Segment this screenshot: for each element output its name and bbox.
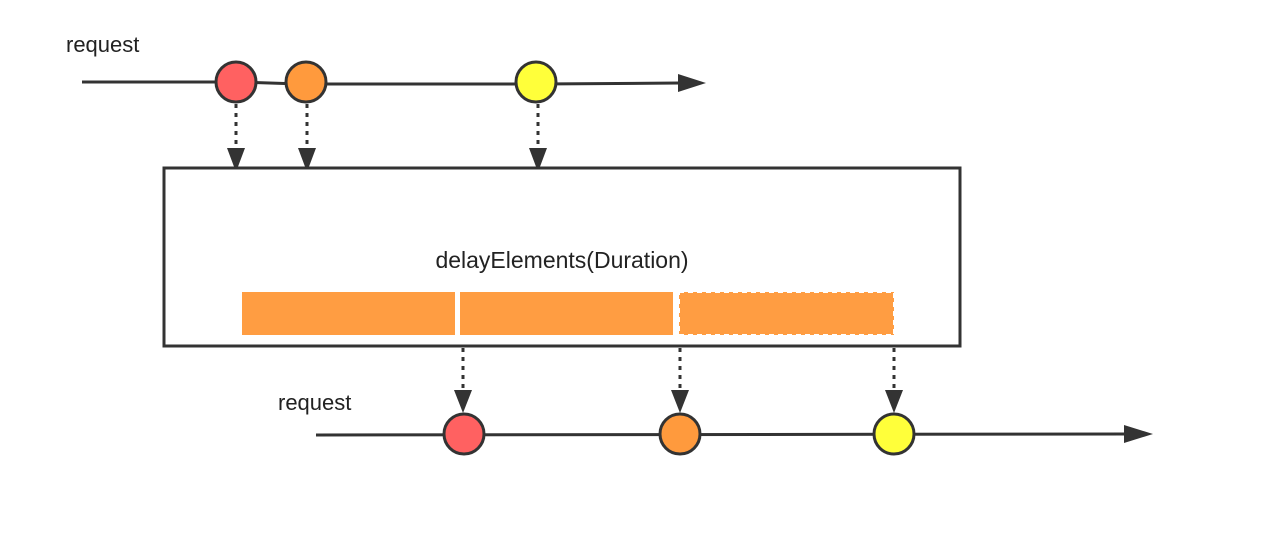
output-event-marble — [872, 412, 916, 456]
output-timeline — [315, 432, 1129, 437]
output-stream-label: request — [278, 390, 351, 415]
input-timeline — [82, 80, 681, 86]
input-timeline-arrow — [678, 74, 706, 92]
output-drop-arrows — [454, 348, 903, 413]
delay-segment — [460, 292, 673, 335]
operator-label: delayElements(Duration) — [435, 247, 688, 273]
input-event-marble — [214, 60, 258, 104]
input-event-marble — [284, 60, 328, 104]
output-event-marble — [442, 412, 486, 456]
output-timeline-arrow — [1124, 425, 1153, 443]
input-drop-arrows — [227, 104, 547, 172]
delay-segment-pending — [678, 291, 895, 336]
output-event-marble — [658, 412, 702, 456]
delay-segment — [242, 292, 455, 335]
input-stream-label: request — [66, 32, 139, 57]
input-event-marble — [514, 60, 558, 104]
